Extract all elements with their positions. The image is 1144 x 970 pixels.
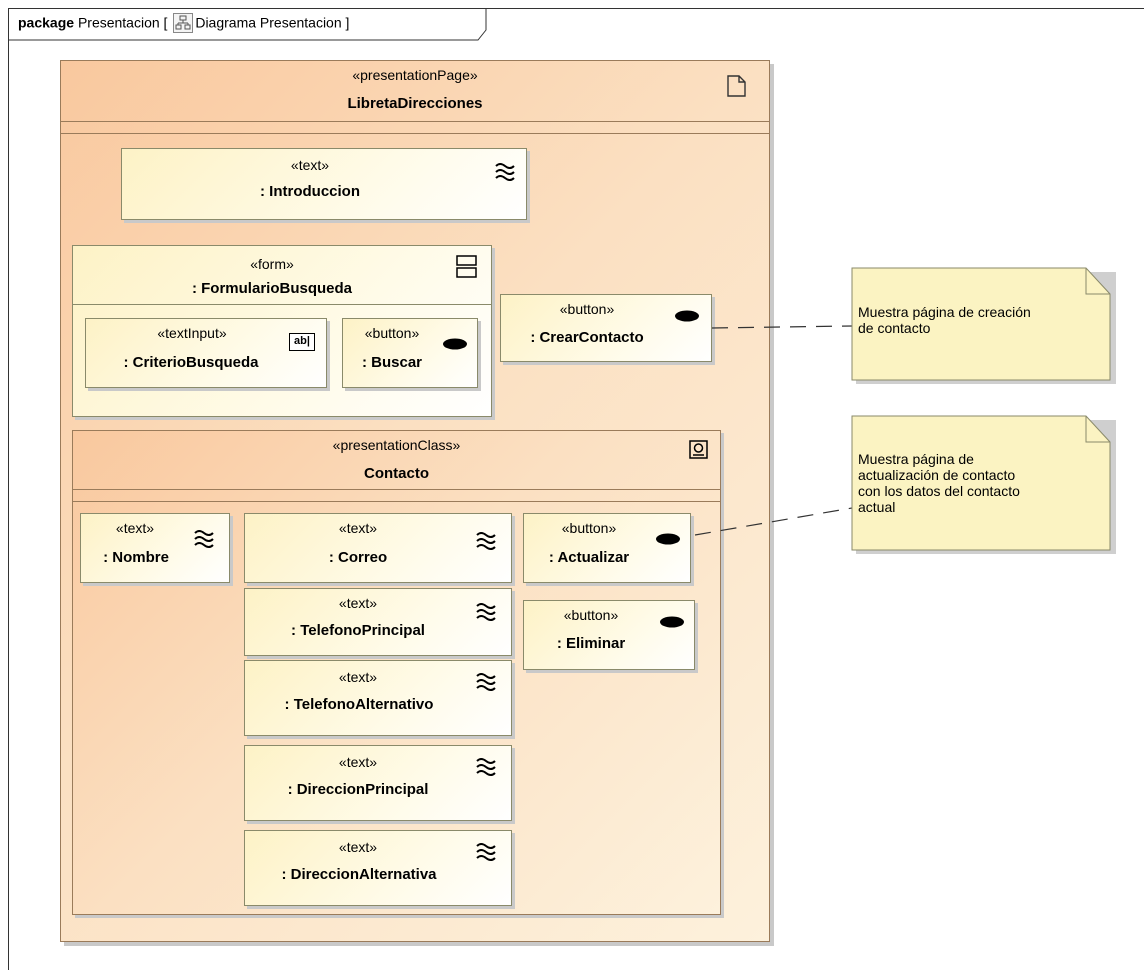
page-separator-1 xyxy=(61,121,769,122)
direccion-alternativa-stereotype: «text» xyxy=(338,839,378,855)
contacto-separator-2 xyxy=(73,501,720,502)
package-frame xyxy=(8,8,1144,970)
text-icon xyxy=(476,603,496,621)
criterio-stereotype: «textInput» xyxy=(157,325,227,341)
direccion-alternativa-name: : DireccionAlternativa xyxy=(281,866,437,883)
presentation-class-icon xyxy=(689,440,708,459)
form-icon xyxy=(456,255,477,278)
diagram-icon xyxy=(173,13,194,33)
text-direccion-alternativa[interactable]: «text» : DireccionAlternativa xyxy=(244,830,512,906)
nombre-stereotype: «text» xyxy=(115,520,155,536)
note-1-text: Muestra página de creación de contacto xyxy=(858,304,1031,336)
textinput-criterio[interactable]: «textInput» : CriterioBusqueda ab| xyxy=(85,318,327,388)
note-1-line-1: Muestra página de creación xyxy=(858,304,1031,320)
page-stereotype: «presentationPage» xyxy=(352,67,478,83)
button-eliminar[interactable]: «button» : Eliminar xyxy=(523,600,695,670)
buscar-stereotype: «button» xyxy=(364,325,420,341)
button-buscar[interactable]: «button» : Buscar xyxy=(342,318,478,388)
text-icon xyxy=(476,532,496,550)
telefono-principal-name: : TelefonoPrincipal xyxy=(291,622,425,639)
text-icon xyxy=(194,530,214,548)
contacto-stereotype: «presentationClass» xyxy=(332,437,461,453)
diagram-name: Diagrama Presentacion xyxy=(195,14,342,31)
text-icon xyxy=(476,758,496,776)
crear-stereotype: «button» xyxy=(559,301,615,317)
note-1[interactable] xyxy=(851,267,1116,384)
button-icon xyxy=(675,310,699,322)
form-separator xyxy=(73,304,491,305)
note-2-line-1: Muestra página de xyxy=(858,451,974,467)
text-telefono-principal[interactable]: «text» : TelefonoPrincipal xyxy=(244,588,512,656)
direccion-principal-name: : DireccionPrincipal xyxy=(287,781,429,798)
telefono-alternativo-name: : TelefonoAlternativo xyxy=(284,696,434,713)
textinput-icon: ab| xyxy=(289,333,315,351)
eliminar-stereotype: «button» xyxy=(563,607,619,623)
note-2-text: Muestra página de actualización de conta… xyxy=(858,451,1020,515)
package-keyword: package xyxy=(18,14,75,31)
telefono-alternativo-stereotype: «text» xyxy=(338,669,378,685)
note-2[interactable] xyxy=(851,415,1116,554)
package-header: package Presentacion [ Diagrama Presenta… xyxy=(18,13,350,34)
direccion-principal-stereotype: «text» xyxy=(338,754,378,770)
text-icon xyxy=(495,163,515,181)
form-name: : FormularioBusqueda xyxy=(191,280,352,297)
text-nombre[interactable]: «text» : Nombre xyxy=(80,513,230,583)
text-icon xyxy=(476,673,496,691)
text-introduccion[interactable]: «text» : Introduccion xyxy=(121,148,527,220)
nombre-name: : Nombre xyxy=(103,549,169,566)
note-2-line-3: con los datos del contacto xyxy=(858,483,1020,499)
introduccion-name: : Introduccion xyxy=(260,183,360,200)
page-separator-2 xyxy=(61,133,769,134)
actualizar-name: : Actualizar xyxy=(548,549,630,566)
button-actualizar[interactable]: «button» : Actualizar xyxy=(523,513,691,583)
correo-name: : Correo xyxy=(328,549,388,566)
package-tab xyxy=(8,8,487,41)
note-2-line-2: actualización de contacto xyxy=(858,467,1016,483)
page-name: LibretaDirecciones xyxy=(347,95,483,112)
text-telefono-alternativo[interactable]: «text» : TelefonoAlternativo xyxy=(244,660,512,736)
package-name: Presentacion xyxy=(77,14,160,31)
introduccion-stereotype: «text» xyxy=(290,157,330,173)
eliminar-name: : Eliminar xyxy=(556,635,626,652)
button-crear-contacto[interactable]: «button» : CrearContacto xyxy=(500,294,712,362)
text-correo[interactable]: «text» : Correo xyxy=(244,513,512,583)
button-icon xyxy=(443,338,467,350)
open-bracket: [ xyxy=(163,14,168,31)
text-icon xyxy=(476,843,496,861)
buscar-name: : Buscar xyxy=(361,354,423,371)
button-icon xyxy=(660,616,684,628)
contacto-name: Contacto xyxy=(364,465,429,482)
correo-stereotype: «text» xyxy=(338,520,378,536)
actualizar-stereotype: «button» xyxy=(561,520,617,536)
crear-name: : CrearContacto xyxy=(530,329,644,346)
note-1-line-2: de contacto xyxy=(858,320,931,336)
telefono-principal-stereotype: «text» xyxy=(338,595,378,611)
note-2-line-4: actual xyxy=(858,499,896,515)
criterio-name: : CriterioBusqueda xyxy=(123,354,259,371)
button-icon xyxy=(656,533,680,545)
contacto-separator-1 xyxy=(73,489,720,490)
page-icon xyxy=(727,75,746,97)
note-connector-1 xyxy=(711,325,853,329)
text-direccion-principal[interactable]: «text» : DireccionPrincipal xyxy=(244,745,512,821)
form-stereotype: «form» xyxy=(250,256,294,272)
close-bracket: ] xyxy=(345,14,350,31)
note-connector-2 xyxy=(694,507,853,536)
